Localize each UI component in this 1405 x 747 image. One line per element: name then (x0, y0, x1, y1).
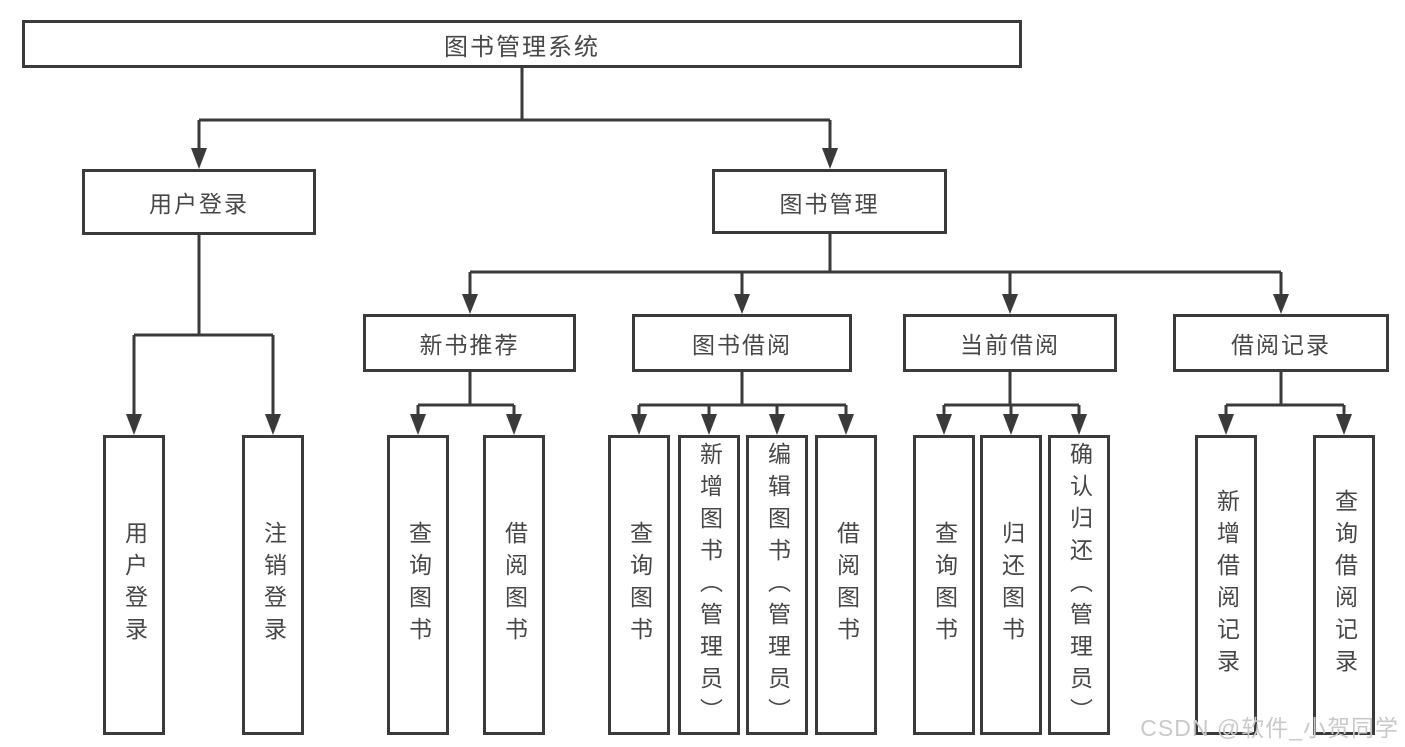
node-borrow-records: 借阅记录 (1173, 314, 1389, 372)
node-root: 图书管理系统 (22, 20, 1022, 68)
leaf-query-books-current: 查询图书 (913, 435, 975, 735)
leaf-edit-books-admin: 编辑图书（管理员） (746, 435, 808, 735)
leaf-query-books-recommend: 查询图书 (387, 435, 449, 735)
node-book-management: 图书管理 (712, 169, 947, 234)
leaf-add-books-admin: 新增图书（管理员） (678, 435, 740, 735)
leaf-confirm-return-admin: 确认归还（管理员） (1048, 435, 1110, 735)
node-current-borrow: 当前借阅 (903, 314, 1117, 372)
csdn-watermark: CSDN @软件_小贺同学 (1140, 715, 1399, 741)
leaf-borrow-books-recommend: 借阅图书 (483, 435, 545, 735)
node-user-login: 用户登录 (82, 169, 316, 235)
leaf-logout: 注销登录 (242, 435, 304, 735)
leaf-return-books: 归还图书 (980, 435, 1042, 735)
leaf-borrow-books: 借阅图书 (815, 435, 877, 735)
leaf-query-borrow-record: 查询借阅记录 (1313, 435, 1375, 735)
leaf-query-books-borrow: 查询图书 (608, 435, 670, 735)
node-book-borrow: 图书借阅 (632, 314, 852, 372)
leaf-add-borrow-record: 新增借阅记录 (1195, 435, 1257, 735)
node-new-book-recommend: 新书推荐 (363, 314, 576, 372)
leaf-user-login: 用户登录 (103, 435, 165, 735)
